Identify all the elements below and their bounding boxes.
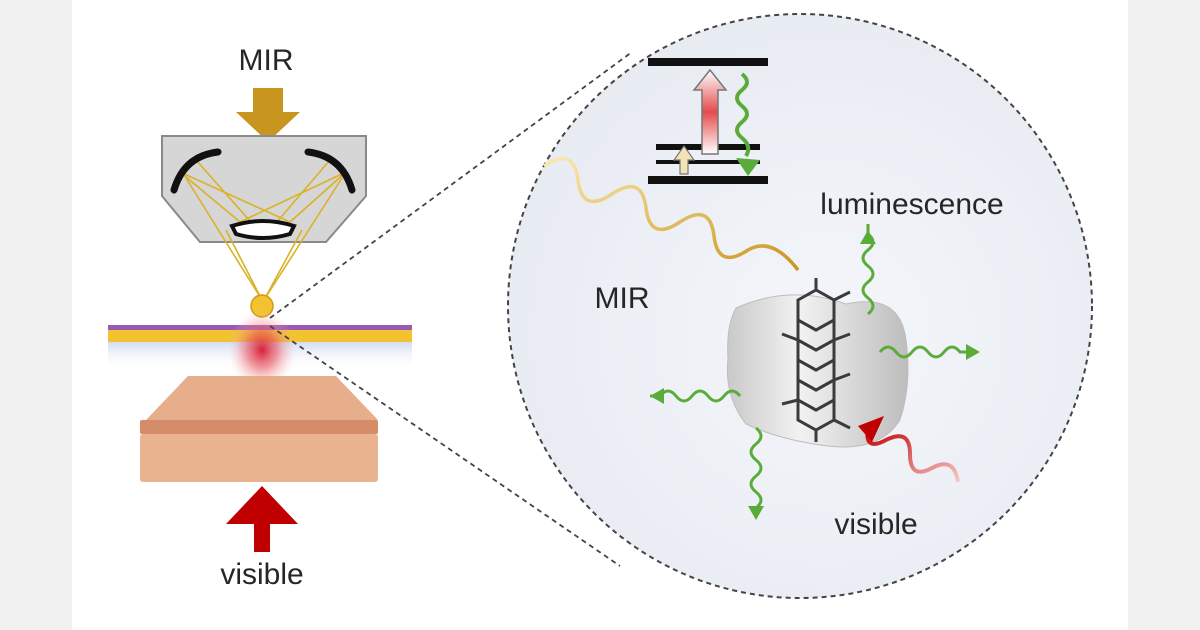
secondary-mirror: [229, 219, 297, 240]
luminescence-wave-right: [878, 345, 970, 359]
luminescence-wave-up: [861, 224, 875, 316]
molecule: [781, 278, 851, 442]
objective-body: [161, 135, 367, 243]
zoom-connectors: [269, 51, 633, 567]
primary-mirror-left: [170, 148, 222, 194]
visible-wave: [865, 427, 960, 483]
energy-level-diagram: [648, 58, 768, 184]
vibrational-arrow: [672, 144, 696, 175]
microscope-setup: MIR: [108, 44, 412, 591]
mir-excitation-arrow: [692, 68, 728, 155]
circle-visible-label: visible: [834, 508, 917, 541]
luminescence-wave-left: [650, 389, 742, 403]
visible-wave-arrowhead: [858, 416, 884, 442]
objective-rays: [179, 159, 347, 301]
focus-spot: [228, 310, 296, 390]
luminescence-wave-down: [749, 426, 763, 516]
emission-wave: [735, 72, 751, 158]
left-mir-label: MIR: [239, 44, 294, 77]
zoom-circle: luminescence MIR: [507, 13, 1093, 599]
substrate-top: [146, 376, 378, 420]
visible-input-arrow: [226, 486, 298, 552]
mir-input-arrow: [236, 88, 300, 142]
mir-wave: [543, 156, 800, 272]
circle-mir-label: MIR: [595, 282, 650, 315]
substrate-base: [140, 434, 378, 482]
substrate-stripe: [140, 420, 378, 434]
luminescence-label: luminescence: [820, 188, 1003, 221]
nanoparticle: [726, 294, 909, 448]
luminescence-waves: [650, 224, 970, 516]
luminescence-arrowheads: [650, 230, 980, 520]
primary-mirror-right: [304, 148, 356, 194]
left-visible-label: visible: [220, 558, 303, 591]
